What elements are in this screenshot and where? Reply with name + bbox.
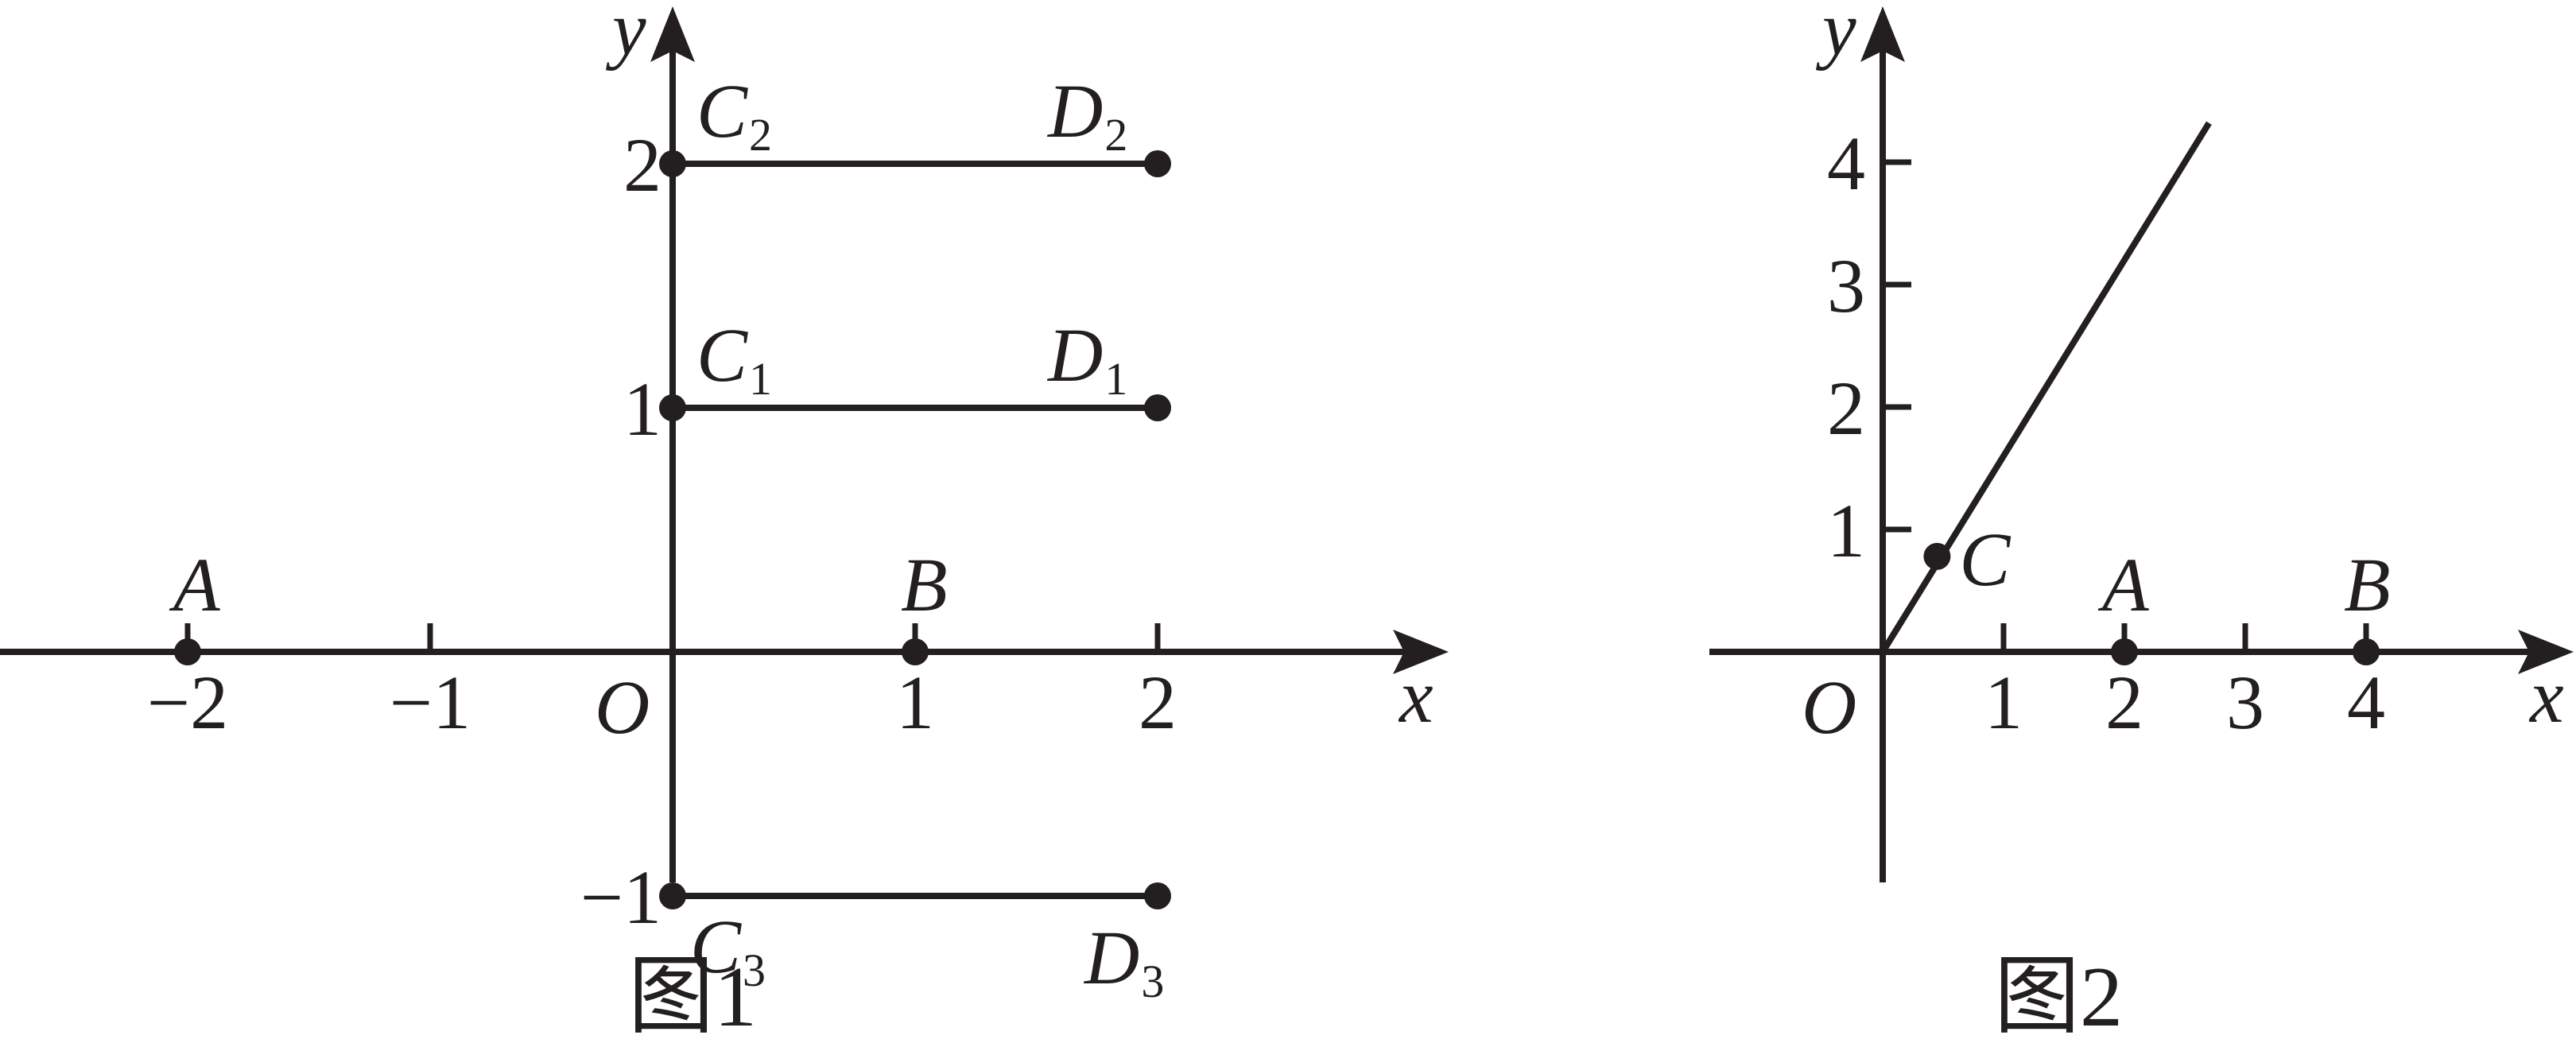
fig1-caption: 图1: [628, 950, 757, 1039]
fig1-y-tick-label: 2: [623, 122, 661, 207]
fig1-x-axis-label: x: [1398, 653, 1433, 739]
fig1-x-tick-label: −1: [390, 660, 471, 745]
fig1-y-axis-arrow-icon: [650, 6, 695, 62]
fig2-point-dot: [2111, 638, 2138, 665]
fig1-point-label: B: [901, 542, 948, 627]
fig1-point-label: A: [169, 542, 220, 627]
fig2-point-label: A: [2097, 542, 2149, 627]
fig1-segment-start-label: C1: [696, 312, 772, 405]
fig1-y-axis-label: y: [605, 0, 646, 71]
fig1-x-tick-label: −2: [147, 660, 228, 745]
fig1-y-tick-label: −1: [580, 855, 661, 940]
fig1-segment-end-label: D1: [1046, 312, 1127, 405]
fig2-x-tick-label: 1: [1984, 660, 2023, 745]
fig1-x-tick-label: 1: [896, 660, 934, 745]
fig2-x-tick-label: 3: [2226, 660, 2264, 745]
fig2-point-dot: [2353, 638, 2380, 665]
fig1-segment-end-dot: [1144, 882, 1171, 909]
fig1-segment-start-dot: [659, 394, 686, 421]
fig2-y-ticks: 1 2 3 4: [1827, 121, 1911, 573]
fig2-y-axis-label: y: [1815, 0, 1856, 71]
fig1-point-dot: [902, 638, 929, 665]
fig2-caption: 图2: [1994, 950, 2123, 1039]
fig2-y-axis-arrow-icon: [1860, 6, 1905, 62]
fig1-segment-start-dot: [659, 150, 686, 177]
fig2-x-tick-label: 2: [2105, 660, 2143, 745]
fig1-y-tick-label: 1: [623, 366, 661, 452]
fig2-origin-label: O: [1802, 665, 1856, 750]
fig1-y-ticks: 2 1 −1: [580, 122, 661, 940]
fig2-ray-line: [1880, 121, 2212, 654]
fig2-x-tick-label: 4: [2347, 660, 2385, 745]
fig2-point-dot: [1923, 542, 1951, 570]
fig1-segment-end-label: D3: [1083, 915, 1164, 1007]
fig2-y-tick-label: 1: [1827, 488, 1865, 573]
fig2-x-axis-arrow-icon: [2518, 630, 2574, 674]
fig1-origin-label: O: [595, 665, 650, 750]
fig1-segment-end-dot: [1144, 394, 1171, 421]
fig2-point-label: B: [2344, 542, 2391, 627]
fig1-x-ticks: −2 −1 1 2: [147, 623, 1177, 745]
fig2-point-label: C: [1959, 517, 2011, 602]
fig1-x-tick-label: 2: [1139, 660, 1177, 745]
fig1-point-dot: [174, 638, 201, 665]
fig2-y-tick-label: 2: [1827, 366, 1865, 451]
fig1-segment-start-dot: [659, 882, 686, 909]
fig1-segment-end-label: D2: [1046, 68, 1127, 161]
fig2-x-axis-label: x: [2528, 653, 2564, 739]
fig1-segment-end-dot: [1144, 150, 1171, 177]
fig1-segment-start-label: C2: [696, 68, 772, 161]
fig1-x-axis-arrow-icon: [1393, 630, 1449, 674]
fig2-y-tick-label: 4: [1827, 121, 1865, 206]
fig2-y-tick-label: 3: [1827, 243, 1865, 328]
